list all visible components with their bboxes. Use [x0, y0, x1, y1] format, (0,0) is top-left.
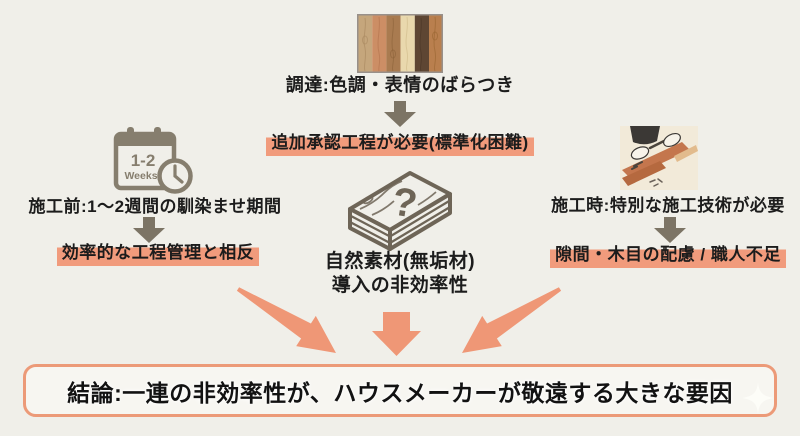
down-arrow-icon: [654, 217, 686, 243]
diagonal-arrow-left: [236, 287, 336, 353]
highlighted-text: 効率的な工程管理と相反: [56, 243, 260, 267]
center-title-line1: 自然素材(無垢材): [324, 251, 476, 272]
wood-grain-lines: [363, 16, 437, 72]
procurement-result: 追加承認工程が必要(標準化困難): [0, 133, 800, 157]
wood-knots: [362, 31, 438, 59]
conclusion-text: 結論:一連の非効率性が、ハウスメーカーが敬遠する大きな要因: [67, 379, 733, 406]
diagonal-arrow-right: [462, 287, 562, 353]
wood-swatches-image: [357, 14, 443, 73]
pre-construction-result: 効率的な工程管理と相反: [10, 243, 306, 267]
down-arrow-icon: [384, 101, 416, 127]
construction-result: 隙間・木目の配慮 / 職人不足: [533, 245, 800, 269]
sparkle-icon: [742, 382, 774, 414]
top-grain-lines: [359, 180, 437, 216]
procurement-label: 調達:色調・表情のばらつき: [285, 75, 515, 95]
carpentry-work-illustration: [620, 126, 698, 190]
pre-construction-label: 施工前:1〜2週間の馴染ませ期間: [28, 197, 282, 216]
calendar-clock-icon: 1-2 Weeks: [113, 127, 193, 194]
converging-arrows: [236, 287, 562, 356]
center-big-arrow: [372, 312, 421, 356]
down-arrow-icon: [133, 217, 165, 243]
highlighted-text: 隙間・木目の配慮 / 職人不足: [550, 245, 786, 269]
highlighted-text: 追加承認工程が必要(標準化困難): [266, 133, 534, 157]
lumber-stack-question-icon: ?: [348, 171, 452, 251]
plank-stripes: [358, 15, 442, 72]
calendar-duration-text: 1-2: [131, 151, 156, 170]
construction-label: 施工時:特別な施工技術が必要: [551, 196, 785, 215]
calendar-weeks-text: Weeks: [124, 170, 157, 182]
conclusion-box: 結論:一連の非効率性が、ハウスメーカーが敬遠する大きな要因: [23, 364, 777, 417]
center-title-line2: 導入の非効率性: [331, 275, 469, 296]
